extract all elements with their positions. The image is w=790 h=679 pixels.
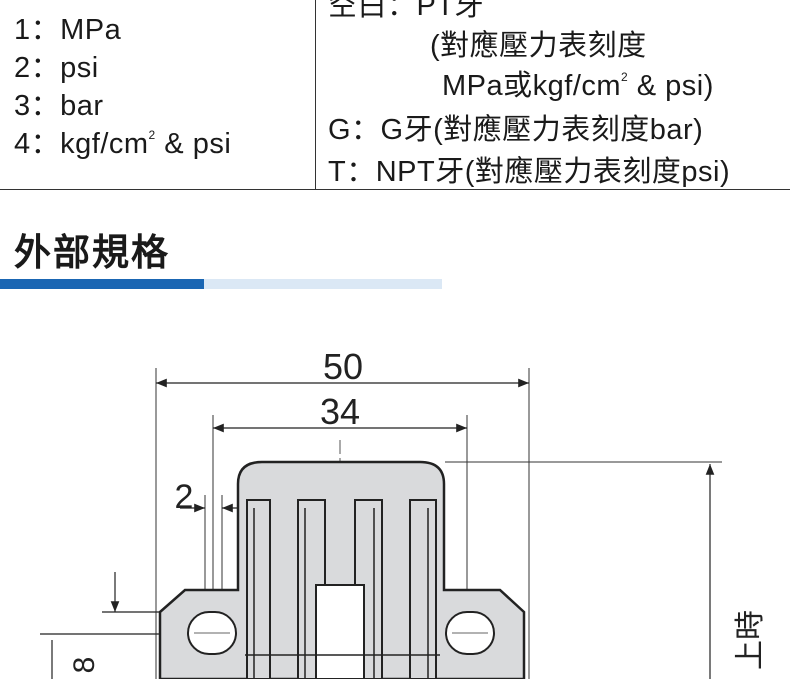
unit-option-3: 3：bar <box>14 90 104 122</box>
thread-options-cell: 空白：PT牙 (對應壓力表刻度 MPa或kgf/cm2 & psi) G：G牙(… <box>316 0 790 190</box>
thread-option-t: T：NPT牙(對應壓力表刻度psi) <box>328 156 731 188</box>
title-underline-light <box>204 279 442 289</box>
extension-lines <box>155 368 722 679</box>
thread-option-blank: 空白：PT牙 <box>328 0 485 22</box>
unit-option-4: 4：kgf/cm2 & psi <box>14 128 232 160</box>
unit-option-2: 2：psi <box>14 52 99 84</box>
spec-table: 1：MPa 2：psi 3：bar 4：kgf/cm2 & psi 空白：PT牙… <box>0 0 790 192</box>
dim-gap: 2 <box>175 478 194 516</box>
gauge-inner-lines <box>245 508 440 679</box>
unit-options-cell: 1：MPa 2：psi 3：bar 4：kgf/cm2 & psi <box>0 0 316 190</box>
side-label: 上時 <box>734 610 767 670</box>
unit-option-1: 1：MPa <box>14 14 122 46</box>
thread-option-g: G：G牙(對應壓力表刻度bar) <box>328 114 704 146</box>
thread-option-blank-note-2: MPa或kgf/cm2 & psi) <box>442 70 714 102</box>
section-title: 外部規格 <box>14 231 170 274</box>
thread-option-blank-note: (對應壓力表刻度 <box>430 30 647 62</box>
dimension-drawing: 50 34 2 8 上時 <box>40 346 767 679</box>
dim-inner: 34 <box>320 391 360 432</box>
title-underline-accent <box>0 279 204 289</box>
mounting-holes <box>187 611 495 655</box>
dim-overall: 50 <box>323 346 363 387</box>
dim-small: 8 <box>68 657 101 674</box>
